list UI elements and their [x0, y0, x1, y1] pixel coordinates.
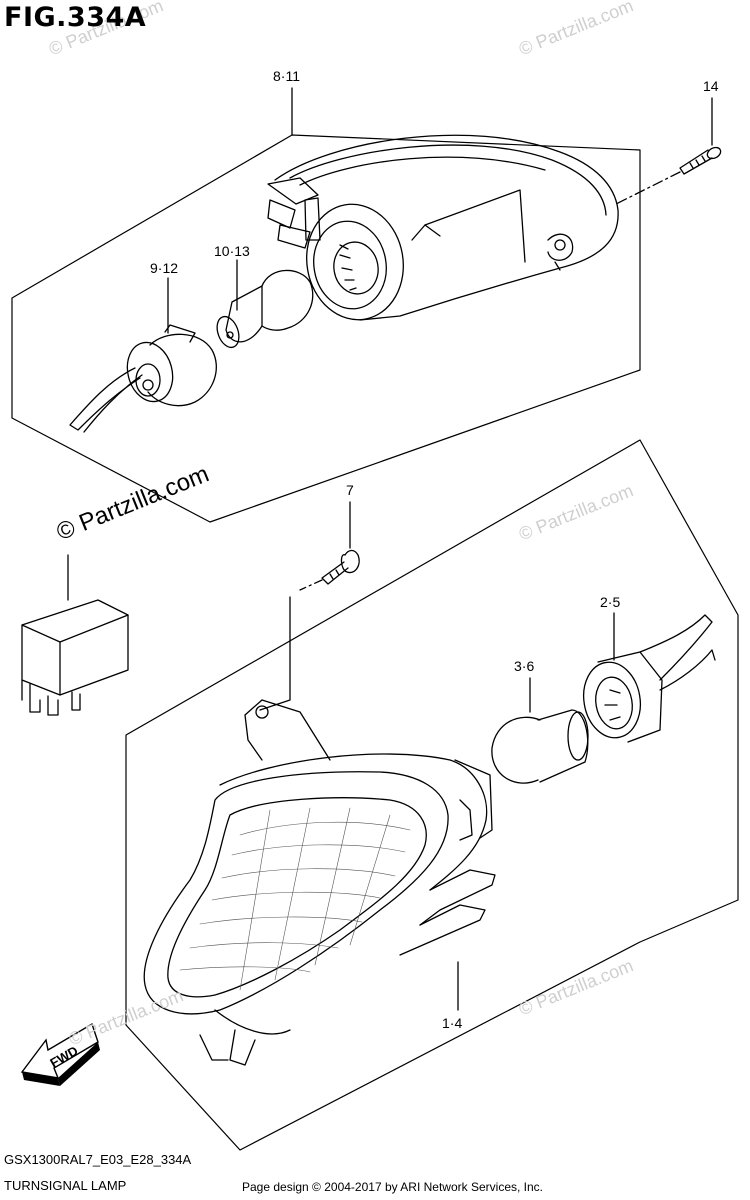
label-screw-top: 14	[703, 78, 719, 94]
label-socket-lower: 2·5	[600, 594, 621, 610]
lower-lamp-lens-texture	[179, 807, 411, 991]
diagram-name: TURNSIGNAL LAMP	[4, 1178, 127, 1193]
figure-title: FIG.334A	[4, 2, 147, 33]
label-bulb-top: 10·13	[214, 243, 250, 259]
screw-axis-line	[615, 171, 681, 205]
screw-14-part	[679, 146, 722, 175]
lower-lamp-housing-part	[143, 699, 496, 1066]
lower-bulb-part	[491, 709, 589, 784]
page-credit: Page design © 2004-2017 by ARI Network S…	[242, 1180, 544, 1194]
label-bulb-lower: 3·6	[514, 658, 535, 674]
label-upper-lamp: 8·11	[273, 68, 300, 84]
screw-axis-line-mid	[299, 579, 323, 591]
lower-assembly-frame	[125, 439, 739, 1151]
upper-lamp-housing-part	[267, 134, 619, 321]
screw-7-part	[321, 549, 360, 585]
diagram-code: GSX1300RAL7_E03_E28_334A	[4, 1152, 192, 1167]
forward-direction-arrow-icon	[20, 1022, 100, 1086]
label-socket-top: 9·12	[150, 260, 179, 276]
label-screw-mid: 7	[346, 482, 354, 498]
upper-bulb-part	[216, 269, 314, 349]
leader-lower-lamp-mount	[259, 596, 291, 711]
upper-socket-part	[69, 324, 217, 433]
lower-socket-part	[582, 614, 716, 743]
relay-part	[21, 599, 129, 716]
label-lower-lamp: 1·4	[442, 1015, 463, 1031]
upper-assembly-frame	[11, 134, 641, 523]
